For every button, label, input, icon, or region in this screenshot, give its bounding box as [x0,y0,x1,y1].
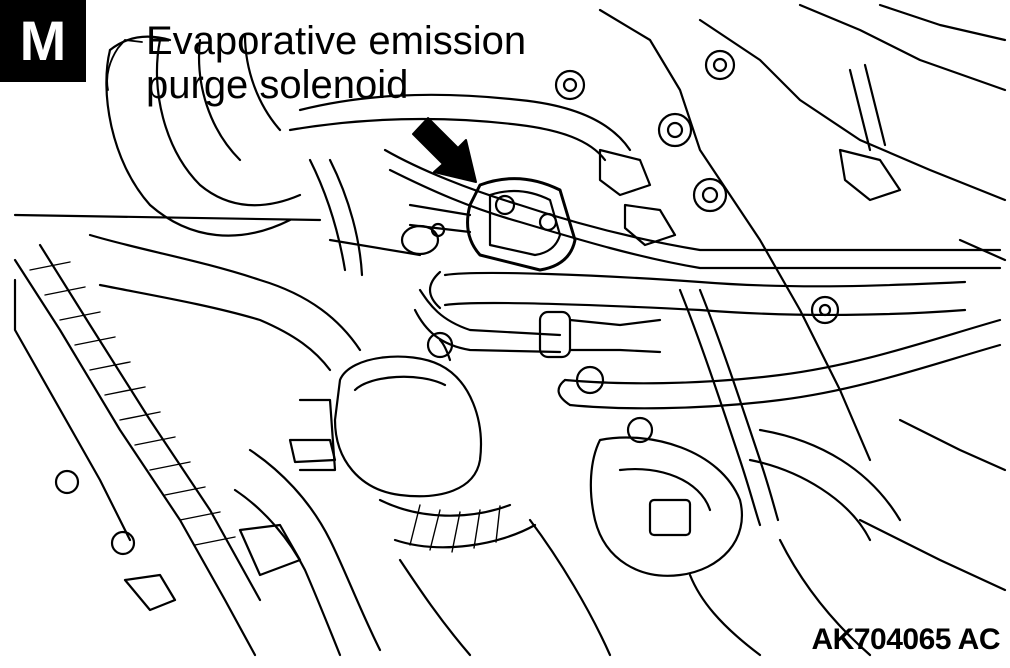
figure-code: AK704065 AC [811,623,1001,656]
section-badge: M [0,0,86,82]
radiator-cap [298,331,482,498]
middle-hose [413,270,967,359]
purge-solenoid [400,177,577,272]
callout-line-2: purge solenoid [146,63,409,107]
upper-hoses [288,93,1002,277]
intake-duct [105,33,302,237]
throttle-body [589,428,902,657]
component-callout: Evaporative emission purge solenoid [146,19,526,107]
coolant-lines [233,438,382,657]
right-panel-edge-2 [698,18,1007,202]
hose-clamps [598,63,902,247]
filler-neck [378,498,612,657]
radiator [13,213,322,657]
right-panel-edge [598,8,872,462]
lower-hoses [557,288,1002,527]
leader-line [106,39,143,91]
radiator-hose [88,233,422,372]
arrow-pointer-icon [412,117,477,183]
callout-line-1: Evaporative emission [146,19,527,63]
